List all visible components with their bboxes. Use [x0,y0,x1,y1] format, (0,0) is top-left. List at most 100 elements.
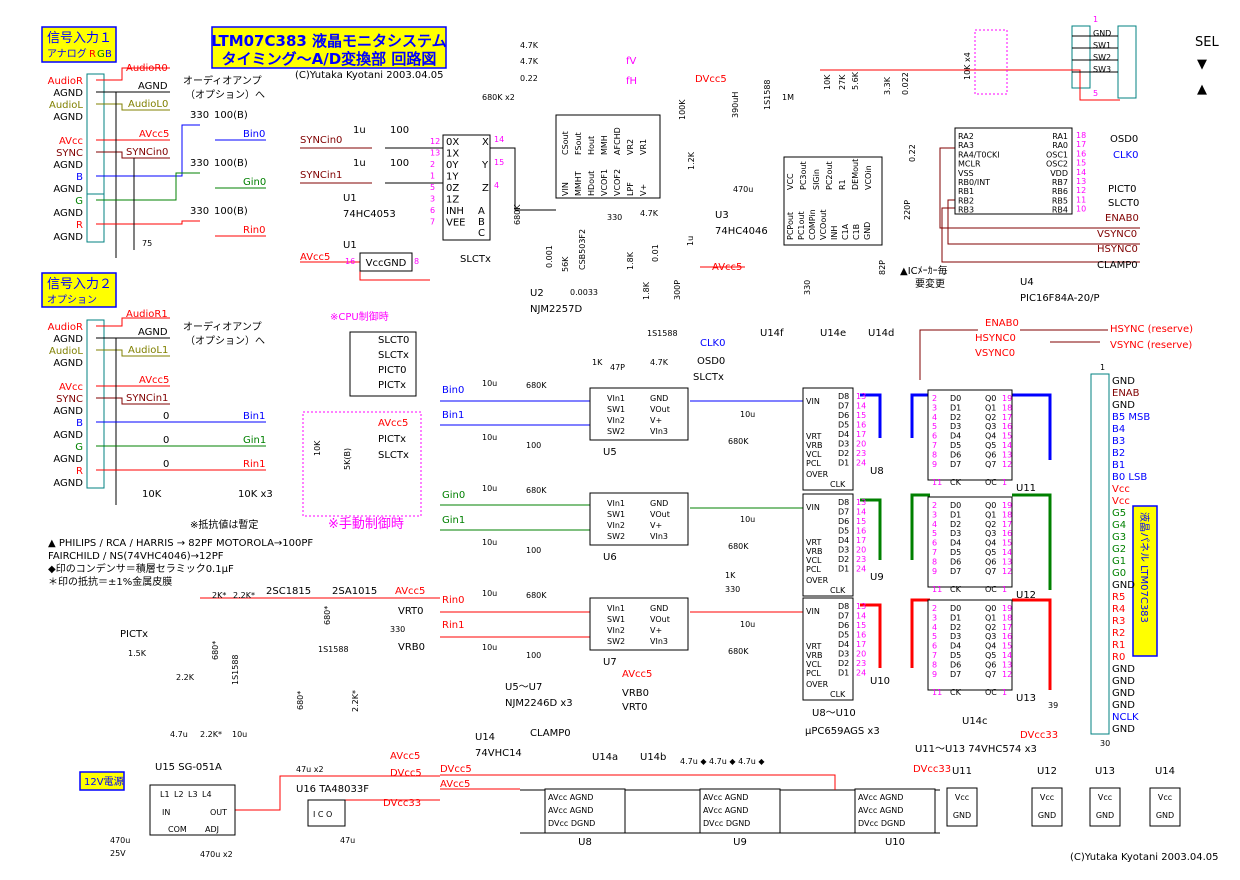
lcd-pin-label: NCLK [1112,712,1139,723]
latch-pin-number: 13 [1002,557,1012,566]
u15-out: OUT [210,808,227,817]
latch-pin-name: D4 [950,642,961,651]
note-provisional: ※抵抗値は暫定 [190,518,258,531]
net-dvcc5: DVcc5 [440,764,472,775]
u4-pin-number: 11 [1076,195,1086,204]
adc-pin-name: D7 [838,402,849,411]
amp-pin-name: SW1 [607,405,625,414]
latch-pin-name: Q6 [985,557,996,566]
latch-pin-name: D7 [950,567,961,576]
latch-pin-name: Q3 [985,422,996,431]
lcd-pin-label: ENAB [1112,388,1140,399]
amp-pin-name: SW1 [607,510,625,519]
net-dvcc5: DVcc5 [695,74,727,85]
u4-pin-name: RA3 [958,141,974,150]
u9-power-body [699,788,781,834]
gate-u14c: U14c [962,716,988,727]
latch-pin-name: Q7 [985,460,996,469]
u1-pin-name: 1Y [446,172,459,183]
net-vsync0: VSYNC0 [975,348,1015,359]
power-ic-label: U8 [578,837,592,848]
u4-pin-name: RA0 [1052,141,1068,150]
net-dvcc33: DVcc33 [1020,730,1058,741]
cap-10u: 10u [232,730,247,739]
u3-pin-name: VCC [786,173,795,190]
adc-pin-name: D5 [838,421,849,430]
net-dvcc33: DVcc33 [913,764,951,775]
adc-ic-label: U9 [870,572,884,583]
res-100: 100 [526,651,541,660]
latch-pin-number: 9 [932,670,937,679]
res-75: 75 [142,239,152,248]
vcc-pin: Vcc [955,793,969,802]
latch-pin-number: 7 [932,651,937,660]
amp-input: Bin0 [442,385,464,396]
u1-pin-number: 12 [430,137,440,146]
amp-pin-name: VOut [650,405,670,414]
u13-body [927,599,1013,691]
lcd-pin-label: R3 [1112,616,1125,627]
lcd-connector [1090,373,1110,735]
res-330: 330 [725,585,740,594]
latch-pin-number: 11 [932,688,942,697]
u2-pin-name: VCOF2 [613,169,622,196]
power-pin-label: AVcc AGND [703,806,748,815]
input1-pin-label: AudioR [48,76,83,87]
res-680: 680* [211,641,220,660]
latch-pin-name: Q5 [985,548,996,557]
u4-pin-name: RA2 [958,132,974,141]
res-1k: 1K [592,358,603,367]
cap-47p: 47P [610,363,625,372]
res-100b: 100(B) [214,110,248,121]
u1-pin-number: 3 [430,195,435,204]
audio-amp-note2: （オプション）へ [185,89,265,101]
latch-pin-name: Q6 [985,660,996,669]
sel-pin-5: 5 [1093,89,1098,98]
u4-pin-name: MCLR [958,160,981,169]
input2-pin-label: AVcc [59,382,83,393]
amp-group: U5～U7 [505,682,542,693]
u2-pin-name: MMH [600,135,609,155]
latch-pin-number: 17 [1002,623,1012,632]
input2-pin-label: AGND [53,478,83,489]
latch-pin-name: CK [950,688,962,697]
input1-subtitle: アナログ [47,47,87,60]
adc-pin-number: 20 [856,440,866,449]
latch-pin-name: D3 [950,632,961,641]
res-100b: 100(B) [214,206,248,217]
net-avcc5: AVcc5 [712,262,742,273]
adc-pin-number: 15 [856,517,866,526]
res-10k: 10K [313,440,322,456]
lcd-title: 液晶パネル LTM07C383 [1138,512,1151,623]
gate-u14e: U14e [820,328,846,339]
diode: 1S1588 [647,329,678,338]
lcd-pin-label: Vcc [1112,496,1130,507]
u1-pin-name: 1X [446,149,459,160]
net-gin1: Gin1 [243,435,266,446]
lcd-pin-label: B0 LSB [1112,472,1147,483]
latch-pin-number: 4 [932,623,937,632]
adc-pin-name: PCL [806,459,821,468]
res-680k: 680K [728,437,749,446]
res-680k: 680K [526,591,547,600]
input2-pin-label: AGND [53,454,83,465]
footer-copyright: (C)Yutaka Kyotani 2003.04.05 [1070,852,1219,863]
latch-pin-number: 6 [932,539,937,548]
adc-pin-name: D8 [838,392,849,401]
latch-pin-name: Q3 [985,529,996,538]
latch-pin-number: 11 [932,585,942,594]
freq-fv: fV [626,56,637,67]
res-2k2: 2.2K [176,673,195,682]
net-pictx: PICTx [378,434,406,445]
u5-body [589,387,689,441]
pin-16: 16 [345,257,355,266]
res-330: 330 [190,206,209,217]
u3-pin-name: DEMout [851,159,860,190]
rgb-g: G [97,49,105,60]
u16-label: U16 TA48033F [296,784,369,795]
amp-input: Gin0 [442,490,465,501]
net-vrb0: VRB0 [398,642,425,653]
adc-pin-name: VCL [806,556,822,565]
latch-pin-number: 2 [932,394,937,403]
latch-pin-name: D0 [950,394,961,403]
